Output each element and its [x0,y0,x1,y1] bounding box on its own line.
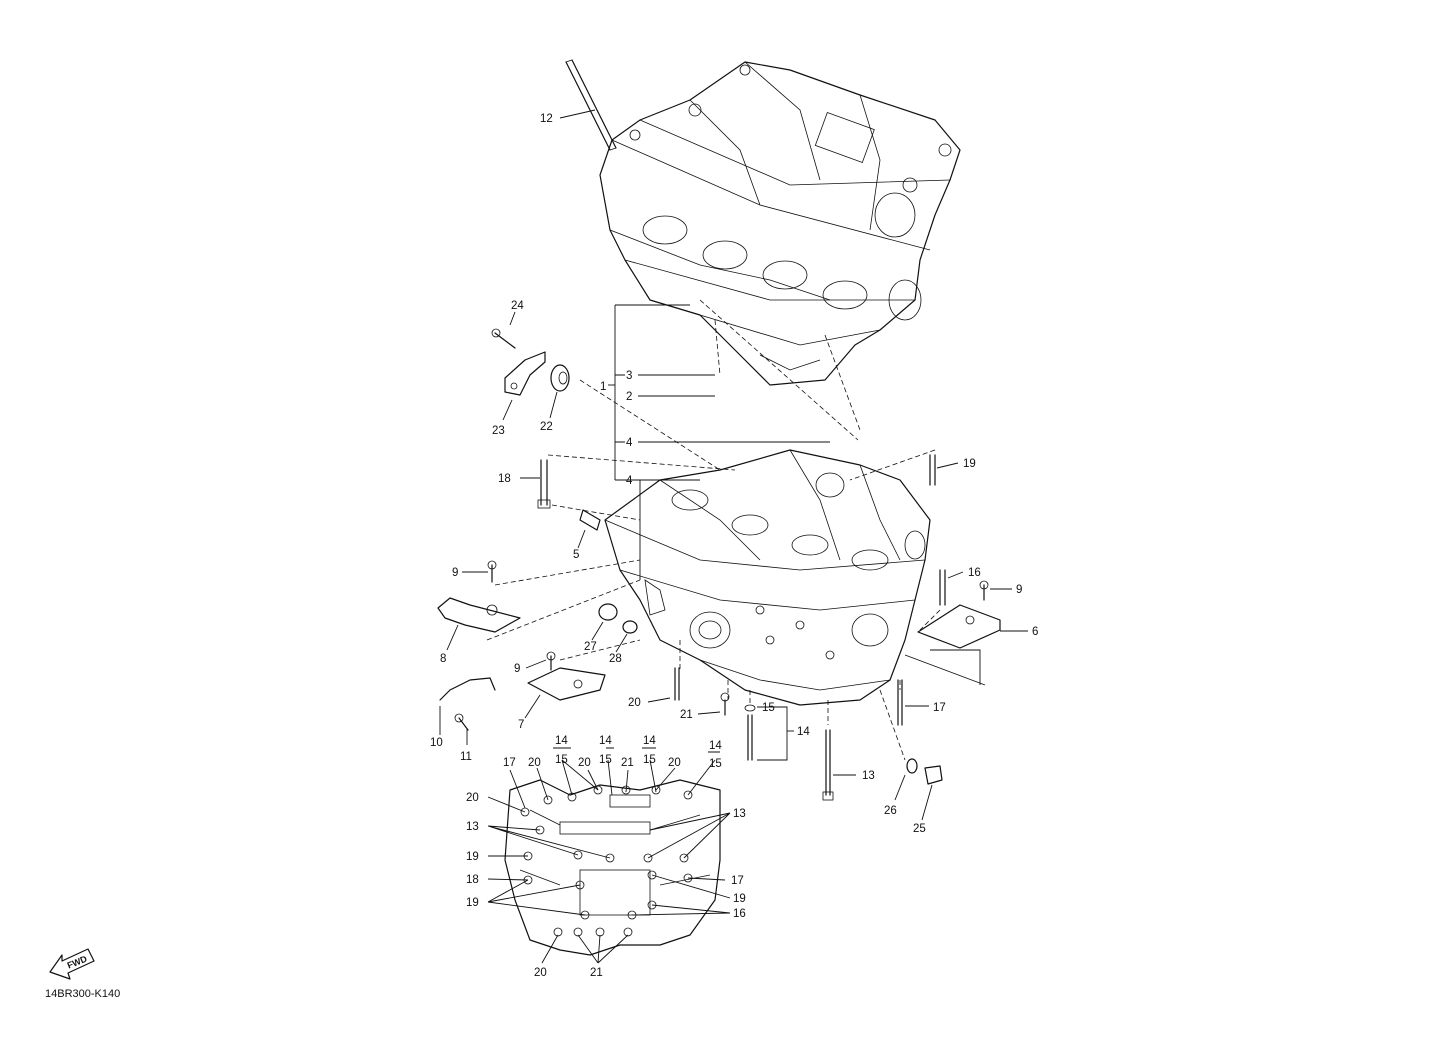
callout-21-b2: 21 [590,967,603,979]
callout-23: 23 [492,425,505,437]
parts-group-right [744,454,1001,801]
crankcase-bottom-view [504,779,721,956]
callout-8: 8 [440,653,446,665]
callout-15-b4: 15 [709,758,722,770]
callout-labels: 12 24 23 22 1 3 2 4 4 18 5 9 8 27 28 9 7… [430,113,1038,979]
callout-19-top: 19 [963,458,976,470]
callout-9-right: 9 [1016,584,1022,596]
callout-4-bottom: 4 [626,475,633,487]
callout-15-b2: 15 [599,754,612,766]
callout-14-b2: 14 [599,735,612,747]
callout-2: 2 [626,391,632,403]
callout-14-mid: 14 [797,726,810,738]
callout-17-right: 17 [933,702,946,714]
callout-13-b2: 13 [733,808,746,820]
callout-9-middle: 9 [514,663,520,675]
callout-19-b3: 19 [733,893,746,905]
callout-20-b4: 20 [466,792,479,804]
diagram-code: 14BR300-K140 [45,988,120,1000]
callout-3: 3 [626,370,632,382]
callout-26: 26 [884,805,897,817]
callout-27: 27 [584,641,597,653]
callout-20-b2: 20 [578,757,591,769]
parts-group-left [437,328,730,731]
callout-4-top: 4 [626,437,633,449]
callout-18-top: 18 [498,473,511,485]
callout-18-b1: 18 [466,874,479,886]
callout-1: 1 [600,381,606,393]
callout-13-b1: 13 [466,821,479,833]
callout-21-mid: 21 [680,709,693,721]
callout-15-b3: 15 [643,754,656,766]
callout-15-mid: 15 [762,702,775,714]
callout-10: 10 [430,737,443,749]
callout-6: 6 [1032,626,1038,638]
callout-16-right: 16 [968,567,981,579]
callout-14-b4: 14 [709,740,722,752]
callout-14-b3: 14 [643,735,656,747]
assembly-lines [486,299,941,761]
callout-28: 28 [609,653,622,665]
callout-12: 12 [540,113,553,125]
callout-24: 24 [511,300,524,312]
callout-15-b1: 15 [555,754,568,766]
callout-14-b1: 14 [555,735,568,747]
callout-9-left: 9 [452,567,458,579]
callout-19-b1: 19 [466,851,479,863]
callout-17-b2: 17 [731,875,744,887]
callout-20-mid: 20 [628,697,641,709]
callout-20-b3: 20 [668,757,681,769]
callout-5: 5 [573,549,579,561]
stud-bolt-12 [565,59,617,151]
callout-16-b1: 16 [733,908,746,920]
callout-11: 11 [460,751,472,763]
callout-21-b1: 21 [621,757,634,769]
callout-19-b2: 19 [466,897,479,909]
upper-crankcase [599,61,961,386]
callout-20-b5: 20 [534,967,547,979]
fwd-arrow: FWD [49,948,95,980]
callout-7: 7 [518,719,524,731]
lower-crankcase [604,449,931,706]
callout-20-b1: 20 [528,757,541,769]
leader-lines [439,109,1028,964]
callout-13-mid: 13 [862,770,875,782]
callout-17-b1: 17 [503,757,516,769]
callout-25: 25 [913,823,926,835]
callout-22: 22 [540,421,553,433]
